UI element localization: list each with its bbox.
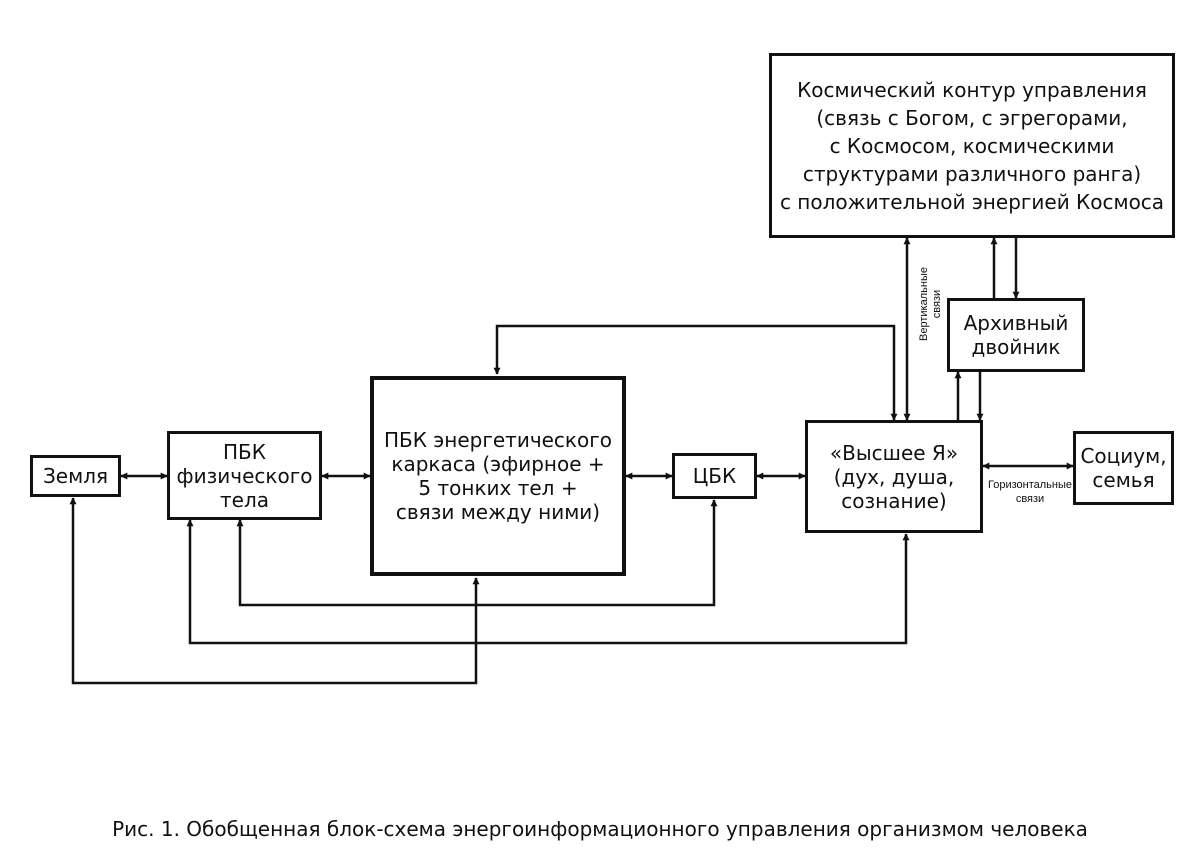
- node-higher-self-line-3: сознание): [841, 488, 947, 513]
- node-pbk-physical-line-2: физического: [176, 463, 313, 488]
- node-archive-twin: Архивный двойник: [947, 298, 1085, 372]
- node-pbk-energy-line-3: 5 тонких тел +: [418, 476, 578, 500]
- horizontal-links-label: Горизонтальные связи: [986, 478, 1074, 506]
- vertical-links-label-line-2: связи: [931, 289, 943, 319]
- node-earth: Земля: [30, 455, 121, 497]
- node-pbk-energy-line-4: связи между ними): [395, 500, 601, 524]
- vertical-links-label: Вертикальные связи: [918, 256, 948, 352]
- node-cosmic-contour-line-1: Космический контур управления: [797, 77, 1147, 102]
- node-archive-twin-line-2: двойник: [971, 335, 1061, 359]
- horizontal-links-label-line-1: Горизонтальные: [988, 479, 1072, 491]
- node-pbk-physical: ПБК физического тела: [167, 431, 322, 520]
- node-society-line-2: семья: [1092, 468, 1155, 492]
- vertical-links-label-line-1: Вертикальные: [918, 267, 930, 341]
- node-society-line-1: Социум,: [1080, 444, 1167, 468]
- node-pbk-physical-line-1: ПБК: [223, 439, 266, 464]
- node-pbk-physical-line-3: тела: [220, 487, 269, 512]
- node-cosmic-contour-line-4: структурами различного ранга): [802, 161, 1142, 186]
- node-pbk-energy-line-2: каркаса (эфирное +: [391, 452, 605, 476]
- node-pbk-energy-line-1: ПБК энергетического: [383, 428, 612, 452]
- node-higher-self: «Высшее Я» (дух, душа, сознание): [805, 420, 983, 533]
- node-cosmic-contour-line-2: (связь с Богом, с эгрегорами,: [816, 105, 1128, 130]
- link-earth-pbk-energy: [69, 497, 480, 685]
- node-higher-self-line-1: «Высшее Я»: [829, 440, 959, 465]
- node-pbk-energy: ПБК энергетического каркаса (эфирное + 5…: [370, 376, 626, 576]
- figure-caption: Рис. 1. Обобщенная блок-схема энергоинфо…: [112, 817, 1088, 841]
- node-cosmic-contour-line-3: с Космосом, космическими: [829, 133, 1115, 158]
- node-earth-line-1: Земля: [42, 464, 109, 488]
- link-higher-self-to-pbk-energy: [493, 324, 898, 421]
- node-cosmic-contour: Космический контур управления (связь с Б…: [769, 53, 1175, 238]
- node-cosmic-contour-line-5: с положительной энергией Космоса: [779, 189, 1165, 214]
- node-society: Социум, семья: [1073, 431, 1174, 505]
- node-cbk-line-1: ЦБК: [692, 464, 737, 488]
- node-cbk: ЦБК: [672, 453, 757, 499]
- horizontal-links-label-line-2: связи: [1015, 493, 1045, 505]
- node-higher-self-line-2: (дух, душа,: [833, 464, 955, 489]
- node-archive-twin-line-1: Архивный: [963, 311, 1069, 335]
